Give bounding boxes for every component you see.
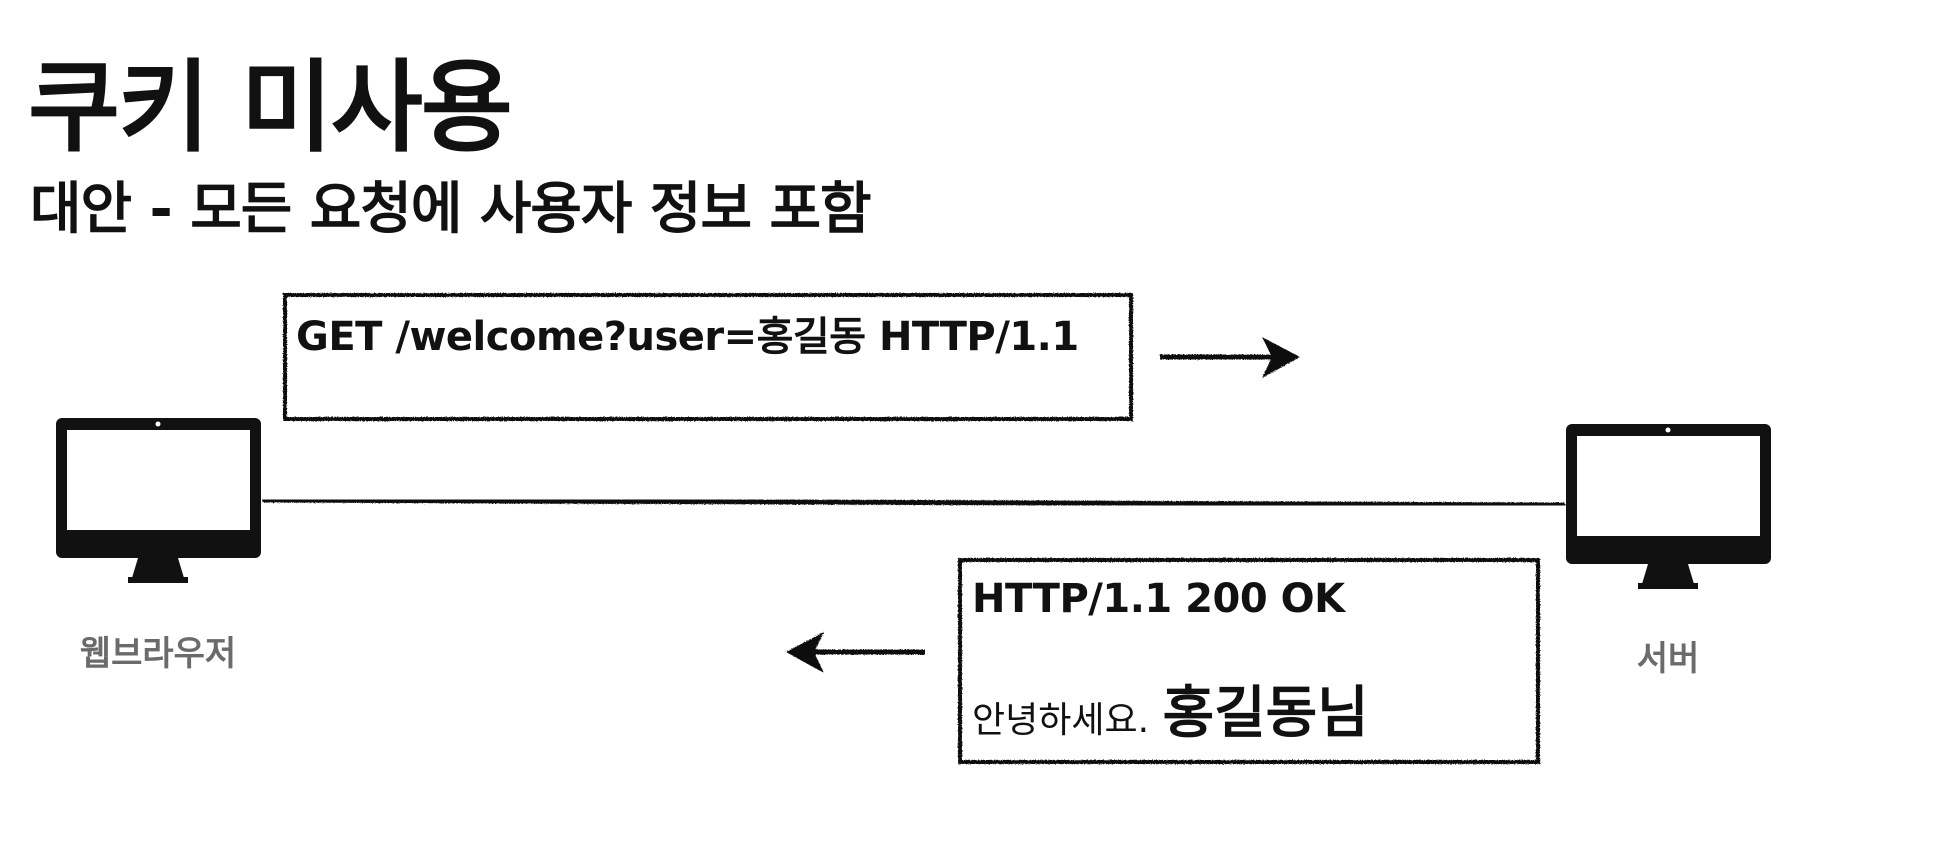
response-body-name: 홍길동님 — [1163, 681, 1369, 746]
client-monitor-icon — [56, 418, 261, 583]
server-label: 서버 — [1637, 639, 1700, 679]
response-body: 안녕하세요. 홍길동님 — [972, 681, 1369, 746]
response-arrow-icon — [786, 632, 925, 673]
request-arrow-icon — [1160, 337, 1300, 378]
request-message-box — [283, 293, 1133, 421]
page-subtitle: 대안 - 모든 요청에 사용자 정보 포함 — [30, 177, 871, 242]
connection-line — [261, 497, 1566, 508]
response-status-line: HTTP/1.1 200 OK — [972, 576, 1347, 622]
page-title: 쿠키 미사용 — [28, 49, 513, 166]
response-message-box — [958, 558, 1540, 764]
client-label: 웹브라우저 — [80, 634, 236, 674]
response-body-greeting: 안녕하세요. — [972, 700, 1149, 741]
server-monitor-icon — [1566, 424, 1771, 589]
request-line: GET /welcome?user=홍길동 HTTP/1.1 — [296, 314, 1079, 360]
